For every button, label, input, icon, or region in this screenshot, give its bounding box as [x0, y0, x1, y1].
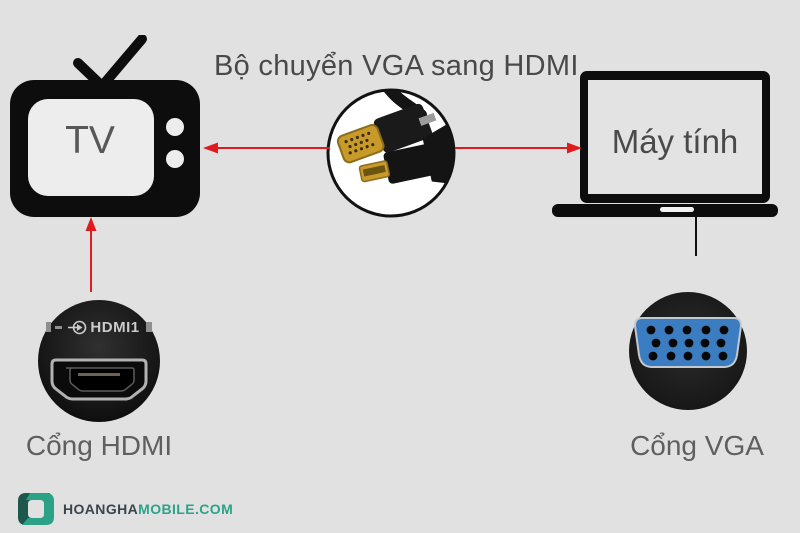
panel-mark	[145, 322, 152, 332]
panel-mark	[55, 325, 63, 329]
tv-device-label: TV	[65, 119, 115, 162]
hdmi-port-badge: HDMI1	[38, 318, 160, 336]
panel-mark	[46, 322, 52, 332]
hdmi-badge-label: HDMI1	[90, 318, 140, 336]
laptop-icon	[552, 71, 778, 217]
computer-device-label: Máy tính	[611, 123, 739, 160]
page-title: Bộ chuyển VGA sang HDMI	[213, 50, 579, 82]
vga-to-hdmi-cable-image	[326, 88, 456, 218]
hdmi-input-arrow-icon	[68, 320, 87, 334]
hoangha-logo-icon	[18, 493, 54, 525]
brand-logo: HOANGHAMOBILE.COM	[16, 492, 233, 526]
vga-port-image	[629, 292, 747, 410]
hdmi-port-label: Cổng HDMI	[25, 430, 173, 461]
arrow-right-icon	[455, 142, 582, 154]
hdmi-port-image	[38, 300, 160, 422]
tv-icon	[10, 35, 200, 217]
arrow-up-icon	[85, 217, 97, 292]
logo-brand-text: HOANGHA	[63, 501, 139, 517]
logo-domain-text: MOBILE.COM	[138, 501, 234, 517]
laptop-port-connector-line	[695, 216, 697, 256]
vga-port-label: Cổng VGA	[630, 430, 764, 461]
arrow-left-icon	[203, 142, 330, 154]
